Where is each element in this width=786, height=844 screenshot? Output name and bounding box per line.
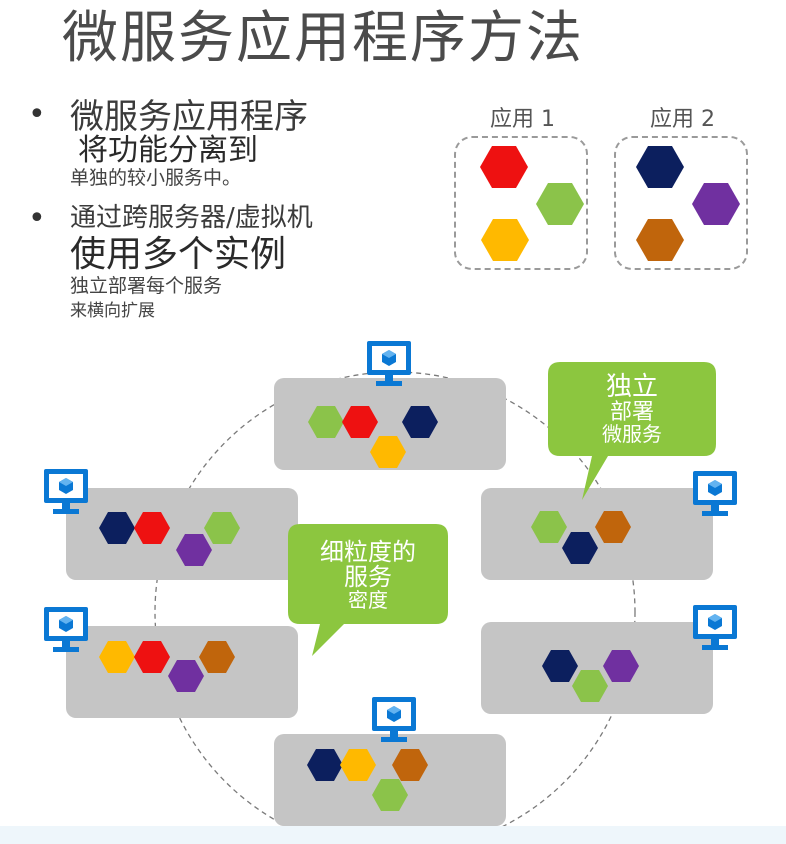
hexagon-icon	[134, 641, 170, 673]
hexagon-icon	[134, 512, 170, 544]
hexagon-icon	[636, 219, 684, 261]
hexagon-icon	[536, 183, 584, 225]
hexagon-icon	[372, 779, 408, 811]
bullet-2-line-3: 独立部署每个服务	[70, 275, 223, 297]
hexagon-icon	[402, 406, 438, 438]
callout-deploy-bubble	[548, 362, 716, 500]
server-monitor-icon	[44, 607, 88, 652]
app-1-label: 应用 1	[490, 107, 555, 132]
app-2-box	[614, 136, 748, 270]
server-monitor-icon	[367, 341, 411, 386]
hexagon-icon	[340, 749, 376, 781]
bullet-2-line-2: 使用多个实例	[70, 234, 287, 275]
hexagon-icon	[342, 406, 378, 438]
page-title: 微服务应用程序方法	[62, 6, 584, 71]
bullet-marker-2: •	[28, 201, 46, 236]
callout-granular-bubble	[288, 524, 448, 656]
callout-deploy-line-2: 部署	[609, 400, 654, 426]
hexagon-icon	[572, 670, 608, 702]
server-monitor-icon	[693, 605, 737, 650]
callout-deploy-line-3: 微服务	[602, 422, 662, 447]
hexagon-icon	[168, 660, 204, 692]
hexagon-icon	[531, 511, 567, 543]
hexagon-icon	[692, 183, 740, 225]
hexagon-icon	[176, 534, 212, 566]
bullet-marker-1: •	[28, 97, 46, 132]
hexagon-icon	[481, 219, 529, 261]
app-1-box	[454, 136, 588, 270]
server-monitor-icon	[693, 471, 737, 516]
callout-granular-line-1: 细粒度的	[320, 538, 416, 566]
server-monitor-icon	[44, 469, 88, 514]
hexagon-icon	[307, 749, 343, 781]
hexagon-icon	[392, 749, 428, 781]
server-right-upper	[481, 488, 713, 580]
bullet-2-line-1: 通过跨服务器/虚拟机	[70, 203, 313, 233]
hexagon-icon	[99, 512, 135, 544]
app-2-label: 应用 2	[650, 107, 715, 132]
hexagon-icon	[370, 436, 406, 468]
hexagon-icon	[199, 641, 235, 673]
hexagon-icon	[603, 650, 639, 682]
bullet-2-line-4: 来横向扩展	[70, 301, 155, 321]
bullet-1-line-3: 单独的较小服务中。	[70, 167, 242, 189]
bottom-strip	[0, 826, 786, 844]
callout-deploy-text: 独立 部署 微服务	[552, 372, 712, 447]
hexagon-icon	[204, 512, 240, 544]
hexagon-icon	[636, 146, 684, 188]
hexagon-icon	[308, 406, 344, 438]
bullet-1-line-2: 将功能分离到	[78, 133, 258, 168]
bullet-1-line-1: 微服务应用程序	[70, 97, 308, 137]
hexagon-icon	[99, 641, 135, 673]
callout-deploy-line-1: 独立	[605, 372, 658, 402]
hexagon-icon	[542, 650, 578, 682]
hexagon-icon	[480, 146, 528, 188]
hexagon-icon	[595, 511, 631, 543]
server-monitor-icon	[372, 697, 416, 742]
hexagon-icon	[562, 532, 598, 564]
callout-granular-line-2: 服务	[344, 563, 392, 592]
callout-granular-line-3: 密度	[348, 588, 388, 613]
callout-granular-text: 细粒度的 服务 密度	[290, 538, 446, 613]
